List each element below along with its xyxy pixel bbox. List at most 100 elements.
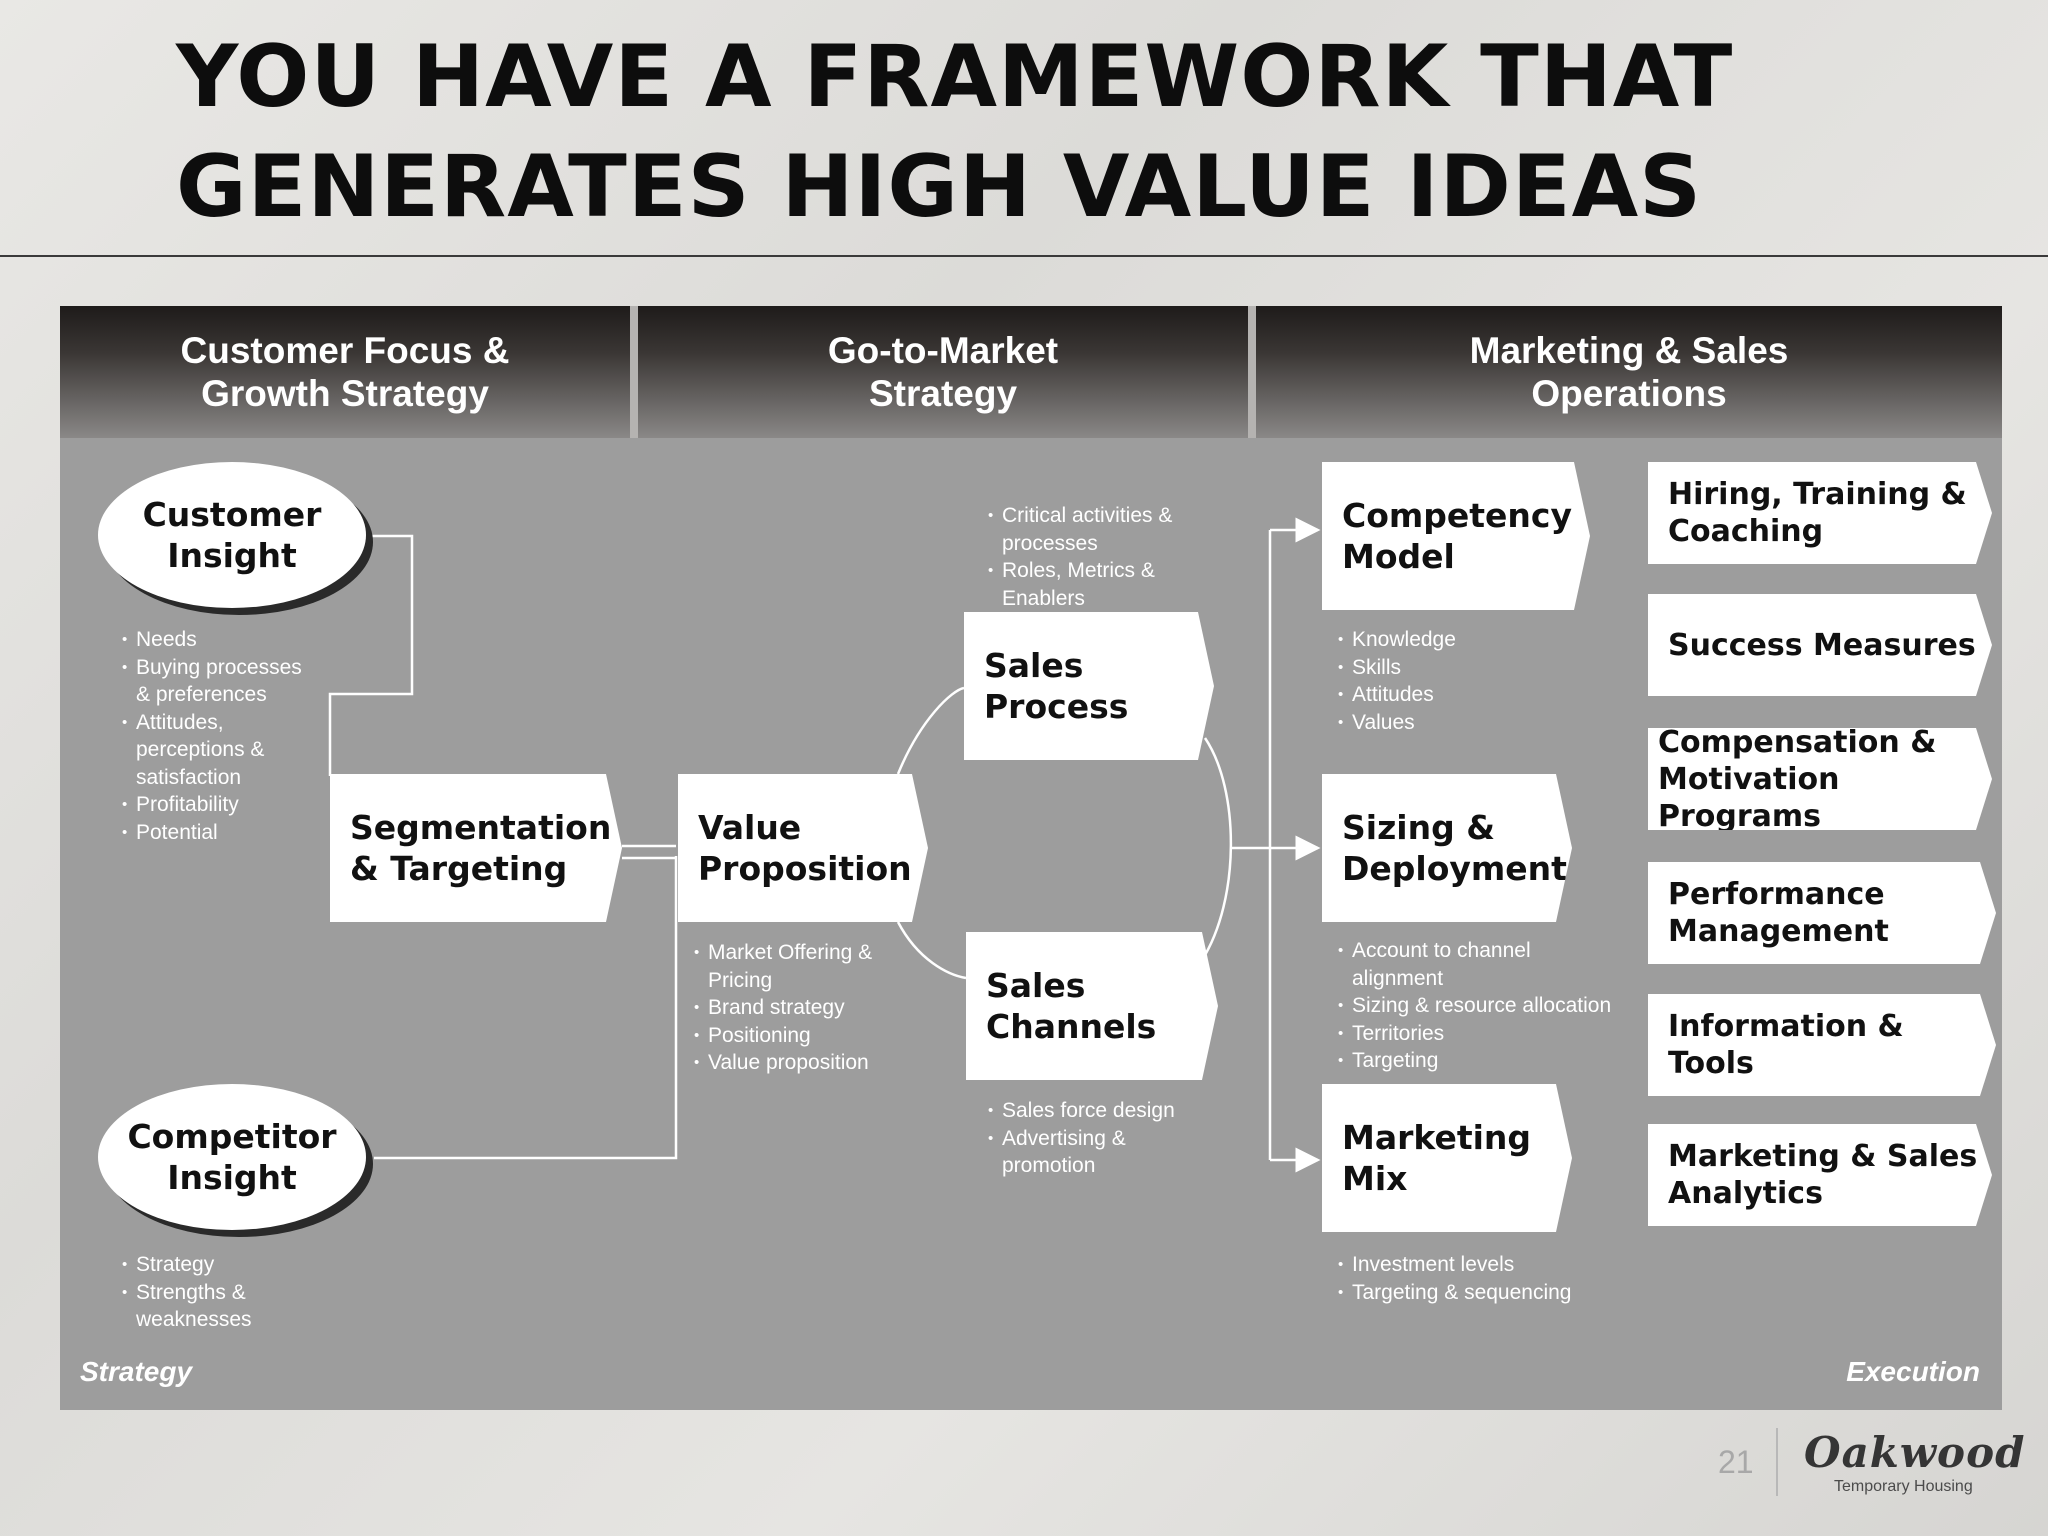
bullet-item: Attitudes, bbox=[122, 709, 302, 737]
bullet-item: Targeting bbox=[1338, 1047, 1611, 1075]
bullet-item: Buying processes bbox=[122, 654, 302, 682]
bullet-item: Skills bbox=[1338, 654, 1456, 682]
arc-sales-process-to-channels bbox=[1200, 737, 1233, 961]
bullet-item: promotion bbox=[1002, 1154, 1096, 1177]
box-line: Sales bbox=[984, 646, 1084, 685]
bullet-item: weaknesses bbox=[136, 1308, 252, 1331]
box-line: Competency bbox=[1342, 496, 1573, 535]
logo-tagline: Temporary Housing bbox=[1834, 1478, 1973, 1495]
oval-line: Insight bbox=[167, 536, 297, 575]
connector-competitor-to-value bbox=[374, 856, 678, 1160]
oakwood-logo: Oakwood Temporary Housing bbox=[1804, 1428, 2024, 1508]
bullet-item: Account to channel bbox=[1338, 937, 1611, 965]
column-header-operations: Marketing & Sales Operations bbox=[1256, 306, 2002, 438]
bullet-item: Market Offering & bbox=[694, 939, 872, 967]
box-line: Model bbox=[1342, 537, 1455, 576]
bullet-item: processes bbox=[1002, 531, 1098, 555]
bullet-item: Knowledge bbox=[1338, 626, 1456, 654]
box-line: Success Measures bbox=[1668, 627, 1976, 663]
bullet-item: Sizing & resource allocation bbox=[1338, 992, 1611, 1020]
column-header-line: Strategy bbox=[868, 373, 1018, 414]
customer-insight-oval: Customer Insight bbox=[98, 462, 366, 608]
bullet-item: Roles, Metrics & bbox=[988, 557, 1172, 585]
box-line: Mix bbox=[1342, 1159, 1408, 1198]
bullet-item: Enablers bbox=[1002, 586, 1085, 610]
column-header-line: Customer Focus & bbox=[180, 330, 510, 371]
marketing-mix-box: Marketing Mix bbox=[1322, 1084, 1572, 1232]
bullet-item: Strategy bbox=[122, 1251, 252, 1279]
sales-channels-box: Sales Channels bbox=[966, 932, 1218, 1080]
header-divider bbox=[1248, 306, 1256, 438]
title-rule bbox=[0, 255, 2048, 257]
box-line: Sales bbox=[986, 966, 1086, 1005]
header-divider bbox=[630, 306, 638, 438]
column-header-line: Growth Strategy bbox=[201, 373, 489, 414]
compensation-motivation-box: Compensation & Motivation Programs bbox=[1648, 728, 1992, 830]
bullet-item: alignment bbox=[1352, 966, 1444, 990]
box-line: Analytics bbox=[1668, 1176, 1823, 1211]
bullet-item: Targeting & sequencing bbox=[1338, 1279, 1572, 1307]
bullet-item: Value proposition bbox=[694, 1049, 872, 1077]
box-line: Compensation & bbox=[1658, 724, 1937, 760]
arc-value-to-sales-process bbox=[896, 686, 965, 775]
bullet-item: Critical activities & bbox=[988, 502, 1172, 530]
title-line-2: GENERATES HIGH VALUE IDEAS bbox=[176, 137, 1703, 237]
box-line: Proposition bbox=[698, 849, 912, 888]
footer-divider bbox=[1776, 1428, 1778, 1496]
oval-line: Competitor bbox=[127, 1117, 337, 1156]
column-header-line: Operations bbox=[1531, 373, 1727, 414]
competitor-insight-oval: Competitor Insight bbox=[98, 1084, 366, 1230]
bullet-item: Values bbox=[1338, 709, 1456, 737]
box-line: Marketing bbox=[1342, 1118, 1532, 1157]
sales-process-box: Sales Process bbox=[964, 612, 1214, 760]
bullet-item: Potential bbox=[122, 819, 302, 847]
column-header-line: Marketing & Sales bbox=[1469, 330, 1789, 371]
marketing-mix-bullets: Investment levels Targeting & sequencing bbox=[1338, 1251, 1572, 1306]
competency-model-box: Competency Model bbox=[1322, 462, 1590, 610]
box-line: Management bbox=[1668, 914, 1889, 949]
column-header-line: Go-to-Market bbox=[827, 330, 1059, 371]
title-line-1: YOU HAVE A FRAMEWORK THAT bbox=[176, 27, 1734, 127]
marketing-sales-analytics-box: Marketing & Sales Analytics bbox=[1648, 1124, 1992, 1226]
bullet-item: Profitability bbox=[122, 791, 302, 819]
competency-model-bullets: Knowledge Skills Attitudes Values bbox=[1338, 626, 1456, 736]
oval-line: Customer bbox=[142, 495, 322, 534]
bullet-item: Brand strategy bbox=[694, 994, 872, 1022]
box-line: Performance bbox=[1668, 877, 1885, 912]
bullet-item: Territories bbox=[1338, 1020, 1611, 1048]
bullet-item: Investment levels bbox=[1338, 1251, 1572, 1279]
bullet-item: & preferences bbox=[136, 683, 267, 706]
hiring-training-coaching-box: Hiring, Training & Coaching bbox=[1648, 462, 1992, 564]
box-line: Channels bbox=[986, 1007, 1157, 1046]
sales-process-bullets: Critical activities & processes Roles, M… bbox=[988, 502, 1172, 612]
box-line: Value bbox=[698, 808, 802, 847]
page-number: 21 bbox=[1718, 1444, 1754, 1480]
box-line: & Targeting bbox=[350, 849, 568, 888]
box-line: Motivation Programs bbox=[1658, 761, 1840, 834]
sizing-deployment-box: Sizing & Deployment bbox=[1322, 774, 1572, 922]
bullet-item: Needs bbox=[122, 626, 302, 654]
bullet-item: Positioning bbox=[694, 1022, 872, 1050]
bullet-item: Attitudes bbox=[1338, 681, 1456, 709]
logo-wordmark: Oakwood bbox=[1804, 1428, 2026, 1477]
competitor-insight-bullets: Strategy Strengths & weaknesses bbox=[122, 1251, 252, 1334]
arc-value-to-sales-channels bbox=[896, 921, 967, 980]
box-line: Hiring, Training & bbox=[1668, 477, 1967, 512]
success-measures-box: Success Measures bbox=[1648, 594, 1992, 696]
customer-insight-bullets: Needs Buying processes & preferences Att… bbox=[122, 626, 302, 846]
performance-management-box: Performance Management bbox=[1648, 862, 1996, 964]
value-proposition-box: Value Proposition bbox=[678, 774, 928, 922]
sizing-deployment-bullets: Account to channel alignment Sizing & re… bbox=[1338, 937, 1611, 1075]
bullet-item: Sales force design bbox=[988, 1097, 1175, 1125]
information-tools-box: Information & Tools bbox=[1648, 994, 1996, 1096]
execution-label: Execution bbox=[1846, 1356, 1980, 1387]
bullet-item: Pricing bbox=[708, 968, 773, 992]
bullet-item: Strengths & bbox=[122, 1279, 252, 1307]
box-line: Sizing & bbox=[1342, 808, 1495, 847]
connector-customer-to-segmentation bbox=[328, 534, 414, 776]
sales-channels-bullets: Sales force design Advertising & promoti… bbox=[988, 1097, 1175, 1180]
oval-line: Insight bbox=[167, 1158, 297, 1197]
box-line: Information & Tools bbox=[1668, 1009, 1904, 1081]
bullet-item: satisfaction bbox=[136, 765, 242, 789]
